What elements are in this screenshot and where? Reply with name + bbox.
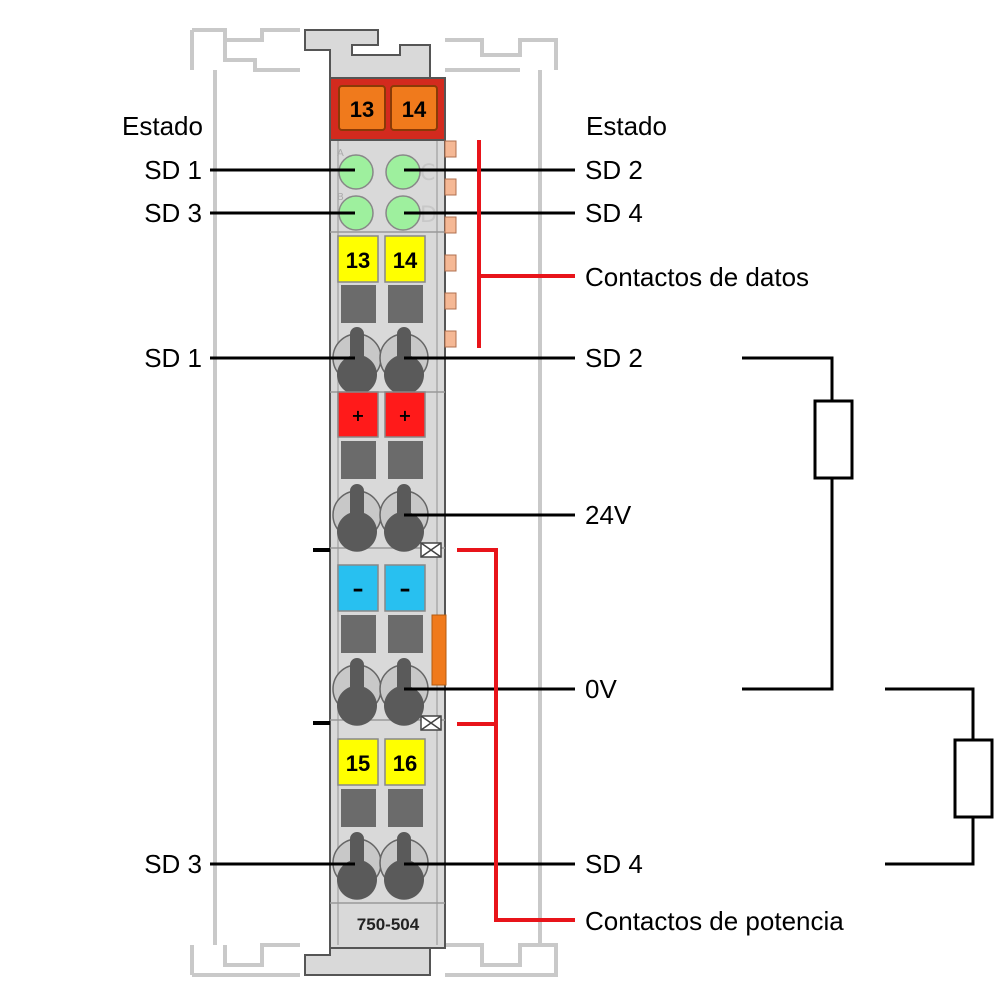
module-header: 13 14 xyxy=(329,77,446,141)
power-jumper xyxy=(431,614,447,686)
release-slot[interactable] xyxy=(341,615,376,653)
terminal-label-minus-2: – xyxy=(400,577,411,602)
terminal-tag-13 xyxy=(337,235,379,283)
status-heading-left: Estado xyxy=(122,111,203,141)
data-contacts xyxy=(444,140,457,348)
terminal-row-1: 13 14 xyxy=(332,235,429,395)
clamp-screw-icon[interactable] xyxy=(337,327,377,395)
clamp-screw-icon[interactable] xyxy=(384,658,425,726)
resistor-icon xyxy=(813,399,854,480)
resistor-icon xyxy=(953,738,994,819)
label-power-contacts: Contactos de potencia xyxy=(585,906,844,936)
terminal-tag-16 xyxy=(384,738,426,786)
label-terminal-sd3: SD 3 xyxy=(144,849,202,879)
label-24v: 24V xyxy=(585,500,632,530)
terminal-tag-minus-2 xyxy=(384,564,426,612)
clamp-screw-icon[interactable] xyxy=(384,484,424,552)
header-tag-left xyxy=(338,85,386,131)
status-led-sd2 xyxy=(385,154,421,190)
release-slot[interactable] xyxy=(341,285,376,323)
label-led-sd3: SD 3 xyxy=(144,198,202,228)
clamp-screw-icon[interactable] xyxy=(384,832,425,900)
status-heading-right: Estado xyxy=(586,111,667,141)
model-number: 750-504 xyxy=(357,915,420,934)
terminal-tag-14 xyxy=(384,235,426,283)
terminal-label-16: 16 xyxy=(393,751,417,776)
terminal-tag-plus-2 xyxy=(384,391,426,438)
terminal-label-minus-1: – xyxy=(353,577,364,602)
clamp-screw-icon[interactable] xyxy=(337,832,377,900)
led-letter-d: D xyxy=(420,203,437,228)
contact-brackets xyxy=(457,140,575,922)
header-tag-right xyxy=(390,85,438,131)
release-slot[interactable] xyxy=(341,441,376,479)
release-slot[interactable] xyxy=(388,789,423,827)
label-led-sd1: SD 1 xyxy=(144,155,202,185)
terminal-tag-minus-1 xyxy=(337,564,379,612)
label-led-sd2: SD 2 xyxy=(585,155,643,185)
clamp-screw-icon[interactable] xyxy=(337,658,377,726)
terminal-label-13: 13 xyxy=(346,248,370,273)
terminal-label-15: 15 xyxy=(346,751,370,776)
release-slot[interactable] xyxy=(388,441,423,479)
power-contact-markers xyxy=(313,542,447,731)
release-slot[interactable] xyxy=(388,615,423,653)
terminal-tag-15 xyxy=(337,738,379,786)
led-letter-c: C xyxy=(420,161,435,186)
terminal-tag-plus-1 xyxy=(337,391,379,438)
clamp-screw-icon[interactable] xyxy=(337,484,377,552)
release-slot[interactable] xyxy=(341,789,376,827)
header-label-left: 13 xyxy=(350,97,374,122)
load-circuit-2 xyxy=(885,687,994,866)
load-circuit-1 xyxy=(742,356,854,691)
header-label-right: 14 xyxy=(402,97,427,122)
label-terminal-sd4: SD 4 xyxy=(585,849,643,879)
label-led-sd4: SD 4 xyxy=(585,198,643,228)
label-data-contacts: Contactos de datos xyxy=(585,262,809,292)
terminal-row-3: – – xyxy=(332,564,429,726)
status-leds: A C B D xyxy=(337,148,437,231)
release-slot[interactable] xyxy=(388,285,423,323)
terminal-label-plus-2: + xyxy=(398,406,411,425)
label-0v: 0V xyxy=(585,674,617,704)
label-terminal-sd1: SD 1 xyxy=(144,343,202,373)
leader-lines xyxy=(210,168,575,866)
led-letter-a: A xyxy=(337,148,344,159)
led-letter-b: B xyxy=(337,192,344,203)
terminal-label-14: 14 xyxy=(393,248,418,273)
status-led-sd1 xyxy=(338,154,374,190)
clamp-screw-icon[interactable] xyxy=(384,327,424,395)
terminal-label-plus-1: + xyxy=(351,406,364,425)
label-terminal-sd2: SD 2 xyxy=(585,343,643,373)
din-rail xyxy=(190,28,558,977)
